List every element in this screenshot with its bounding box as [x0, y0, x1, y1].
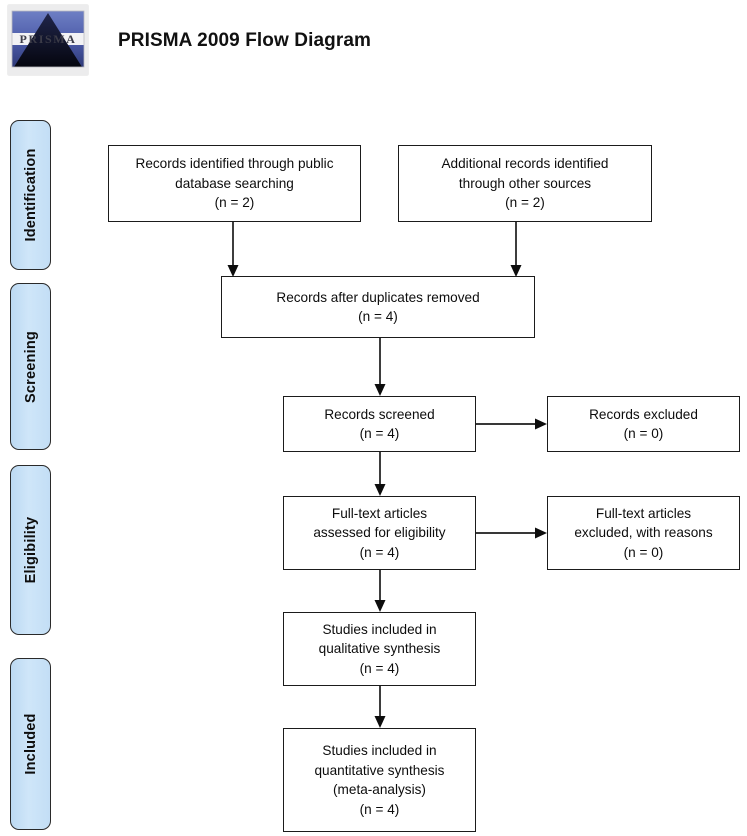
box-studies-qualitative[interactable]: Studies included in qualitative synthesi… [283, 612, 476, 686]
phase-tab-identification-label: Identification [22, 148, 39, 242]
box-records-screened-text: Records screened (n = 4) [324, 406, 435, 442]
box-additional-records-other-sources[interactable]: Additional records identified through ot… [398, 145, 652, 222]
box-records-identified-database[interactable]: Records identified through public databa… [108, 145, 361, 222]
box-studies-quantitative-text: Studies included in quantitative synthes… [314, 743, 445, 817]
box-records-excluded-text: Records excluded (n = 0) [589, 406, 698, 442]
phase-tab-identification[interactable]: Identification [10, 120, 51, 270]
box-additional-records-other-sources-text: Additional records identified through ot… [441, 156, 609, 211]
edge-qualitative-to-quantitative [373, 685, 387, 730]
box-studies-qualitative-text: Studies included in qualitative synthesi… [318, 621, 441, 676]
edge-fulltext-to-qualitative [373, 569, 387, 614]
edge-screened-to-fulltext [373, 451, 387, 498]
edge-database-to-duplicates [226, 221, 240, 279]
phase-tab-screening[interactable]: Screening [10, 283, 51, 450]
prisma-logo: PRISMA [8, 5, 88, 75]
phase-tab-included[interactable]: Included [10, 658, 51, 830]
box-records-after-duplicates-removed[interactable]: Records after duplicates removed (n = 4) [221, 276, 535, 338]
phase-tab-screening-label: Screening [22, 330, 39, 403]
phase-tab-eligibility-label: Eligibility [22, 516, 39, 584]
svg-text:PRISMA: PRISMA [20, 32, 77, 46]
box-records-screened[interactable]: Records screened (n = 4) [283, 396, 476, 452]
box-records-excluded[interactable]: Records excluded (n = 0) [547, 396, 740, 452]
box-records-identified-database-text: Records identified through public databa… [135, 156, 334, 211]
box-full-text-assessed-text: Full-text articles assessed for eligibil… [313, 505, 446, 560]
box-studies-quantitative[interactable]: Studies included in quantitative synthes… [283, 728, 476, 832]
prisma-triangle-icon: PRISMA [8, 5, 88, 75]
edge-fulltext-to-excluded [475, 526, 549, 540]
edge-screened-to-excluded [475, 417, 549, 431]
box-full-text-excluded[interactable]: Full-text articles excluded, with reason… [547, 496, 740, 570]
page-title: PRISMA 2009 Flow Diagram [118, 30, 371, 51]
phase-tab-included-label: Included [22, 713, 39, 775]
edge-other-to-duplicates [509, 221, 523, 279]
box-full-text-excluded-text: Full-text articles excluded, with reason… [574, 505, 713, 560]
box-records-after-duplicates-removed-text: Records after duplicates removed (n = 4) [276, 289, 480, 325]
box-full-text-assessed[interactable]: Full-text articles assessed for eligibil… [283, 496, 476, 570]
phase-tab-eligibility[interactable]: Eligibility [10, 465, 51, 635]
edge-duplicates-to-screened [373, 337, 387, 398]
